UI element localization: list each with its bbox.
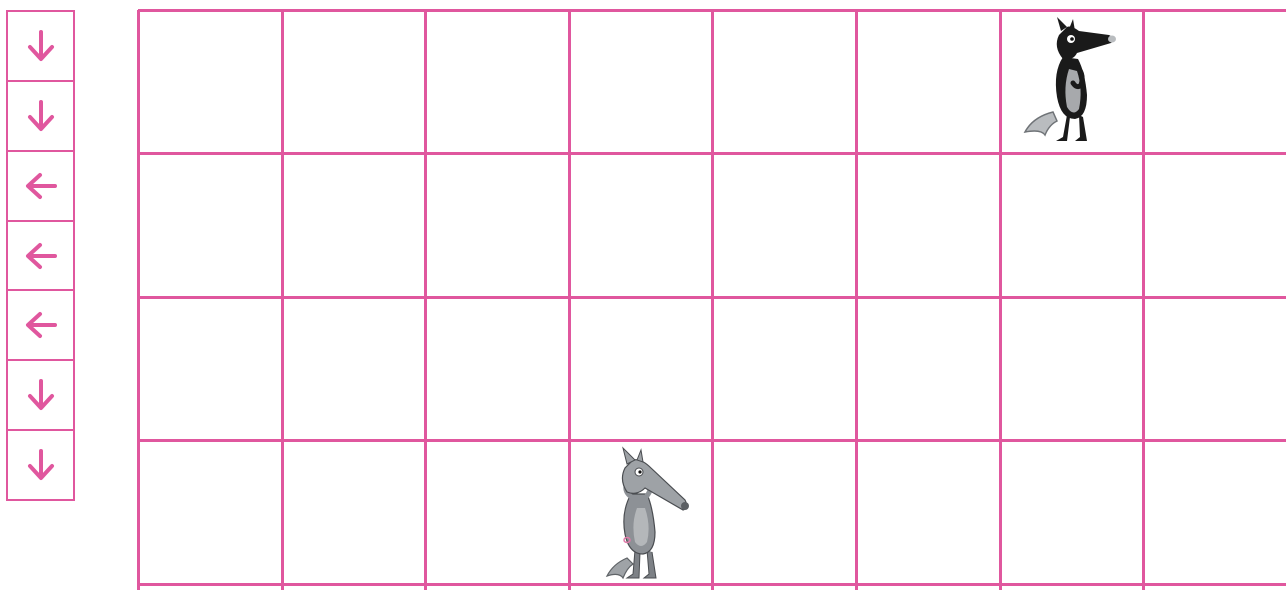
- arrow-cell-1[interactable]: [8, 12, 73, 82]
- grey-wolf-icon[interactable]: [593, 446, 693, 585]
- grid-cell[interactable]: [140, 155, 281, 295]
- grid-cell[interactable]: [858, 12, 999, 152]
- grid-cell[interactable]: [1145, 12, 1286, 152]
- grid-cell[interactable]: [284, 155, 425, 295]
- game-grid: [138, 10, 1286, 590]
- grid-cell[interactable]: [140, 12, 281, 152]
- arrow-program-column: [6, 10, 75, 501]
- grid-cell[interactable]: [1145, 299, 1286, 439]
- grid-cell[interactable]: [858, 299, 999, 439]
- grid-cell[interactable]: [1145, 442, 1286, 582]
- grid-cell[interactable]: [714, 12, 855, 152]
- grid-cell[interactable]: [284, 12, 425, 152]
- black-wolf-icon[interactable]: [1023, 17, 1123, 151]
- grid-cell[interactable]: [140, 442, 281, 582]
- arrow-down-icon: [21, 26, 61, 66]
- arrow-cell-3[interactable]: [8, 152, 73, 222]
- arrow-down-icon: [21, 96, 61, 136]
- grid-cell[interactable]: [714, 299, 855, 439]
- arrow-left-icon: [21, 305, 61, 345]
- grid-cell[interactable]: [1002, 442, 1143, 582]
- grid-cell[interactable]: [858, 442, 999, 582]
- grid-cell[interactable]: [858, 155, 999, 295]
- grid-cell[interactable]: [1002, 155, 1143, 295]
- grid-cell[interactable]: [427, 442, 568, 582]
- arrow-cell-4[interactable]: [8, 222, 73, 292]
- arrow-cell-6[interactable]: [8, 361, 73, 431]
- grid-cell[interactable]: [427, 299, 568, 439]
- arrow-left-icon: [21, 166, 61, 206]
- grid-cell[interactable]: [427, 12, 568, 152]
- arrow-cell-7[interactable]: [8, 431, 73, 499]
- grid-cell[interactable]: [140, 299, 281, 439]
- grid-cell[interactable]: [284, 442, 425, 582]
- grid-cell[interactable]: [427, 155, 568, 295]
- arrow-down-icon: [21, 375, 61, 415]
- grid-line-horizontal: [138, 583, 1286, 586]
- grid-cell[interactable]: [571, 12, 712, 152]
- grid-cell[interactable]: [571, 155, 712, 295]
- grid-cell[interactable]: [1145, 155, 1286, 295]
- arrow-left-icon: [21, 236, 61, 276]
- grid-cell[interactable]: [714, 155, 855, 295]
- arrow-down-icon: [21, 445, 61, 485]
- arrow-cell-2[interactable]: [8, 82, 73, 152]
- grid-cell[interactable]: [284, 299, 425, 439]
- arrow-cell-5[interactable]: [8, 291, 73, 361]
- grid-cell[interactable]: [1002, 299, 1143, 439]
- grid-cell[interactable]: [571, 299, 712, 439]
- grid-cell[interactable]: [714, 442, 855, 582]
